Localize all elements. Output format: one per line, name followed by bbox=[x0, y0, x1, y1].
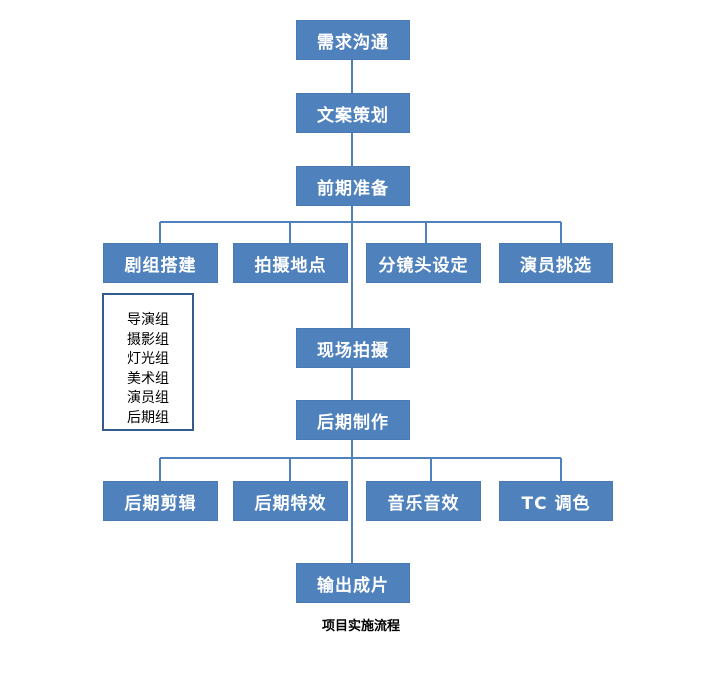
team-director: 导演组 bbox=[127, 312, 169, 328]
team-camera: 摄影组 bbox=[127, 331, 169, 348]
diagram-caption: 项目实施流程 bbox=[321, 619, 400, 634]
node-copy-planning: 文案策划 bbox=[296, 93, 410, 133]
node-requirements: 需求沟通 bbox=[296, 20, 410, 60]
node-final-output: 输出成片 bbox=[296, 563, 410, 603]
node-set-building: 剧组搭建 bbox=[103, 243, 218, 283]
node-pre-production: 前期准备 bbox=[296, 166, 410, 206]
node-storyboard: 分镜头设定 bbox=[366, 243, 481, 283]
node-music-sound: 音乐音效 bbox=[366, 481, 481, 521]
node-on-site-shooting: 现场拍摄 bbox=[296, 328, 410, 368]
node-post-editing: 后期剪辑 bbox=[103, 481, 218, 521]
team-actors: 演员组 bbox=[127, 390, 169, 406]
node-post-effects: 后期特效 bbox=[233, 481, 348, 521]
node-tc-grading: TC 调色 bbox=[499, 481, 613, 521]
team-lighting: 灯光组 bbox=[127, 351, 169, 367]
team-art: 美术组 bbox=[127, 370, 169, 387]
crew-teams-box: 导演组 摄影组 灯光组 美术组 演员组 后期组 bbox=[102, 293, 194, 431]
node-post-production: 后期制作 bbox=[296, 400, 410, 440]
node-casting: 演员挑选 bbox=[499, 243, 613, 283]
team-post: 后期组 bbox=[127, 409, 169, 426]
node-shooting-location: 拍摄地点 bbox=[233, 243, 348, 283]
